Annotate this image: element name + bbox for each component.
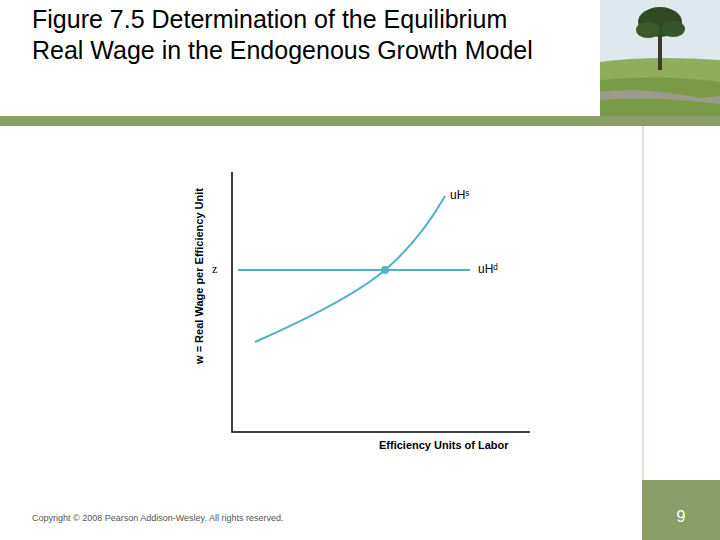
axis-value-label: z	[212, 262, 217, 277]
x-axis-label: Efficiency Units of Labor	[379, 439, 509, 451]
demand-line	[238, 269, 470, 271]
side-rule	[643, 126, 644, 480]
page-number: 9	[642, 508, 720, 526]
copyright-note: Copyright © 2008 Pearson Addison-Wesley.…	[32, 513, 283, 523]
curve-label: uHᵈ	[478, 262, 498, 276]
header-band	[0, 116, 720, 126]
supply-curve	[255, 196, 445, 342]
chart-axes	[232, 172, 530, 432]
footer-box	[642, 480, 720, 540]
y-axis-label: w = Real Wage per Efficiency Unit	[193, 188, 205, 364]
landscape-photo	[600, 0, 720, 116]
slide-title: Figure 7.5 Determination of the Equilibr…	[32, 4, 552, 66]
curve-label: uHˢ	[450, 188, 469, 202]
equilibrium-dot	[381, 266, 389, 274]
